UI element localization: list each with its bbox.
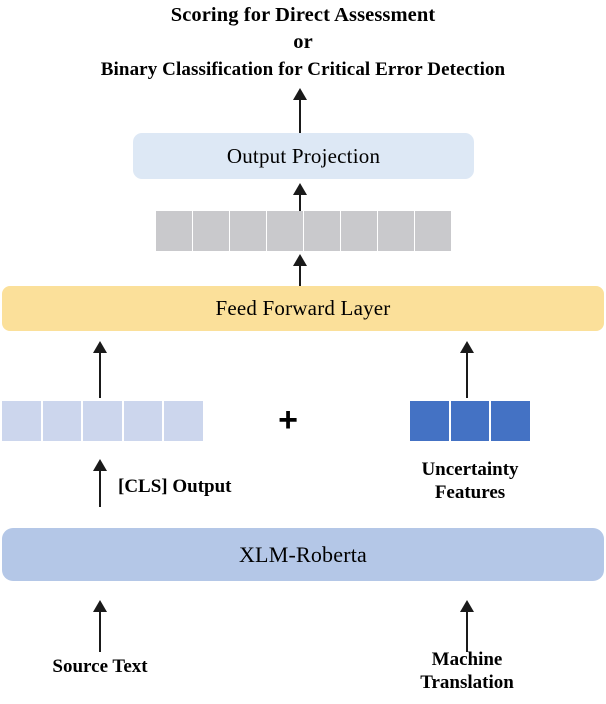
- hidden-state-cell: [378, 211, 414, 251]
- title-line-2: or: [293, 31, 313, 53]
- machine-translation-label-line-2: Translation: [420, 672, 514, 693]
- arrow-shaft: [99, 609, 101, 652]
- machine-translation-label: Machine Translation: [397, 648, 537, 694]
- title-line-3: Binary Classification for Critical Error…: [100, 59, 506, 80]
- arrow-head-icon: [93, 459, 107, 471]
- diagram-title: Scoring for Direct Assessment or Binary …: [0, 2, 606, 83]
- arrow-head-icon: [293, 88, 307, 100]
- output-projection-block: Output Projection: [133, 133, 474, 179]
- arrow-source-text-to-encoder-icon: [92, 600, 108, 652]
- hidden-state-cell: [304, 211, 340, 251]
- arrow-to-title-icon: [292, 88, 308, 133]
- arrow-head-icon: [293, 254, 307, 266]
- concatenation-plus-operator: +: [278, 401, 298, 439]
- arrow-head-icon: [460, 341, 474, 353]
- arrow-shaft: [99, 468, 101, 507]
- arrow-machine-translation-to-encoder-icon: [459, 600, 475, 652]
- hidden-state-cell: [156, 211, 192, 251]
- cls-embedding-cell: [2, 401, 41, 441]
- uncertainty-features-label-line-1: Uncertainty: [421, 459, 519, 480]
- arrow-shaft: [299, 192, 301, 212]
- arrow-head-icon: [93, 600, 107, 612]
- cls-embedding-cell: [42, 401, 81, 441]
- arrow-shaft: [299, 97, 301, 133]
- cls-embedding-cell: [83, 401, 122, 441]
- uncertainty-features-label: Uncertainty Features: [400, 458, 540, 504]
- hidden-state-cell: [230, 211, 266, 251]
- arrow-head-icon: [460, 600, 474, 612]
- arrow-cls-to-feed-forward-icon: [92, 341, 108, 398]
- arrow-uncertainty-to-feed-forward-icon: [459, 341, 475, 398]
- uncertainty-feature-cell: [410, 401, 449, 441]
- feed-forward-layer-block: Feed Forward Layer: [2, 286, 604, 331]
- title-line-1: Scoring for Direct Assessment: [170, 4, 436, 26]
- arrow-shaft: [466, 609, 468, 652]
- hidden-state-cell: [193, 211, 229, 251]
- arrow-shaft: [466, 350, 468, 398]
- cls-output-label: [CLS] Output: [118, 475, 232, 498]
- arrow-to-hidden-states-icon: [292, 254, 308, 286]
- hidden-state-cell: [267, 211, 303, 251]
- arrow-to-output-projection-icon: [292, 183, 308, 212]
- uncertainty-features-row: [410, 401, 530, 441]
- uncertainty-features-label-line-2: Features: [434, 482, 506, 503]
- arrow-head-icon: [293, 183, 307, 195]
- arrow-shaft: [299, 263, 301, 286]
- machine-translation-label-line-1: Machine: [431, 649, 503, 670]
- arrow-head-icon: [93, 341, 107, 353]
- hidden-states-row: [156, 211, 451, 251]
- cls-embedding-row: [2, 401, 203, 441]
- source-text-label-text: Source Text: [52, 656, 148, 677]
- arrow-shaft: [99, 350, 101, 398]
- uncertainty-feature-cell: [491, 401, 530, 441]
- arrow-encoder-to-cls-icon: [92, 459, 108, 507]
- hidden-state-cell: [341, 211, 377, 251]
- hidden-state-cell: [415, 211, 451, 251]
- uncertainty-feature-cell: [450, 401, 489, 441]
- cls-embedding-cell: [164, 401, 203, 441]
- xlm-roberta-encoder-block: XLM-Roberta: [2, 528, 604, 581]
- cls-output-label-text: [CLS] Output: [118, 476, 232, 497]
- source-text-label: Source Text: [30, 655, 170, 678]
- cls-embedding-cell: [123, 401, 162, 441]
